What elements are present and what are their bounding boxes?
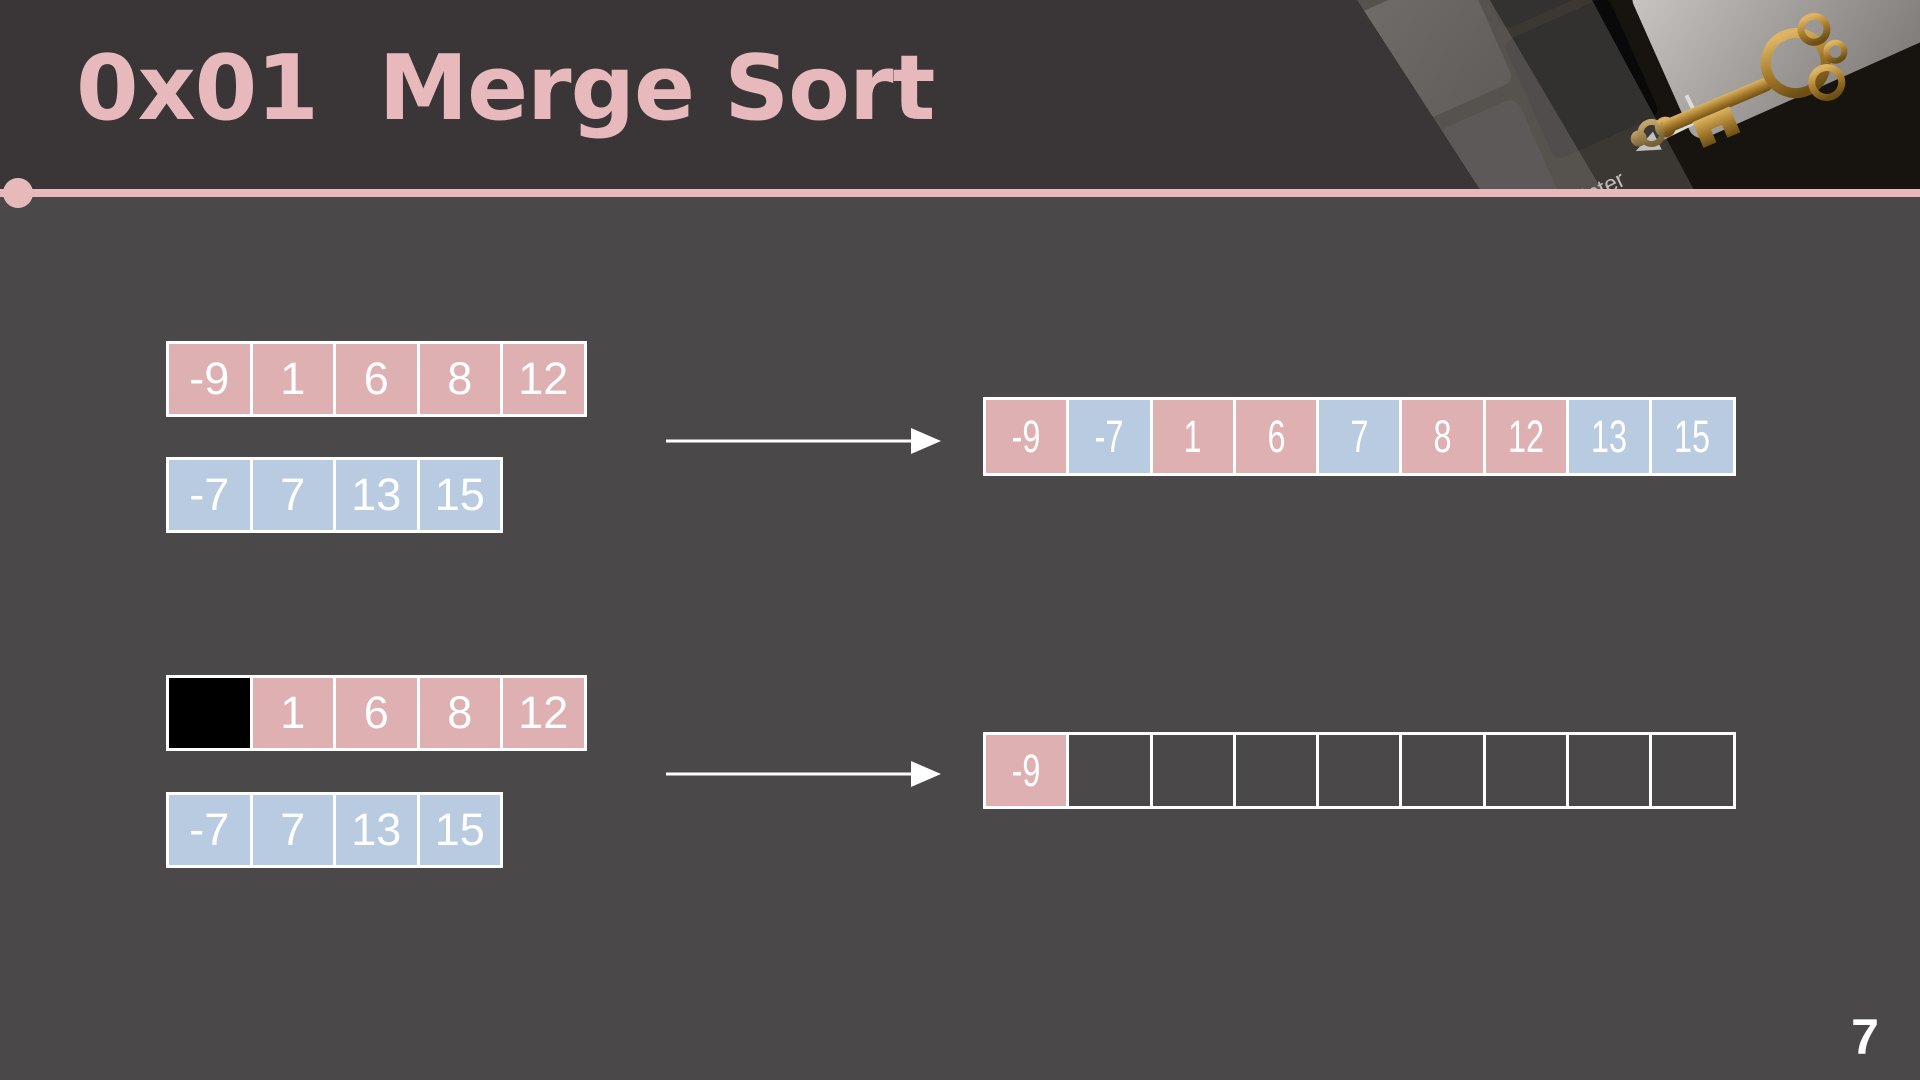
array-cell: -9: [986, 735, 1067, 806]
array-cell: 8: [1402, 400, 1483, 473]
array-cell: [1402, 735, 1483, 806]
array-cell: [1569, 735, 1650, 806]
divider-line: [0, 189, 1920, 197]
slide-title: 0x01 Merge Sort: [76, 35, 935, 141]
array-cell: 12: [503, 678, 584, 748]
array-cell: 15: [1652, 400, 1733, 473]
merge-arrow: [666, 761, 941, 787]
array-cell: 7: [252, 460, 333, 530]
photo-fade-band: [1357, 0, 1602, 190]
photo-fade-band: [1490, 0, 1694, 190]
array-cell: [1485, 735, 1567, 806]
keyboard-photo: Enter: [1357, 0, 1920, 190]
array-cell: 7: [1319, 400, 1400, 473]
array-cell: 13: [336, 460, 417, 530]
array-cell: 6: [336, 344, 417, 414]
array-cell: 15: [419, 460, 500, 530]
array-cell: [1319, 735, 1400, 806]
page-number: 7: [1851, 1009, 1879, 1065]
array-cell: 13: [1569, 400, 1650, 473]
array-cell: -9: [986, 400, 1067, 473]
array-cell: 12: [1485, 400, 1567, 473]
array-cell: 6: [1235, 400, 1317, 473]
array-cell: [1152, 735, 1233, 806]
array-cell: [1652, 735, 1733, 806]
array-cell: 8: [419, 678, 500, 748]
merge-arrow: [666, 428, 941, 454]
array-cell: -9: [169, 344, 250, 414]
array-cell: 1: [252, 344, 333, 414]
array-cell: -7: [169, 795, 250, 865]
array-cell: 13: [336, 795, 417, 865]
array-cell: 1: [1152, 400, 1233, 473]
array-cell: 1: [252, 678, 333, 748]
array-cell: 15: [419, 795, 500, 865]
array-cell: 6: [336, 678, 417, 748]
step2-result-array: -9: [983, 732, 1736, 809]
golden-key-icon: [1630, 12, 1848, 148]
divider-dot: [3, 178, 33, 208]
array-cell: 12: [503, 344, 584, 414]
array-cell: -7: [169, 460, 250, 530]
array-cell: 7: [252, 795, 333, 865]
array-cell: [169, 678, 250, 748]
array-cell: [1235, 735, 1317, 806]
array-cell: -7: [1069, 400, 1150, 473]
array-cell: 8: [419, 344, 500, 414]
array-cell: [1069, 735, 1150, 806]
